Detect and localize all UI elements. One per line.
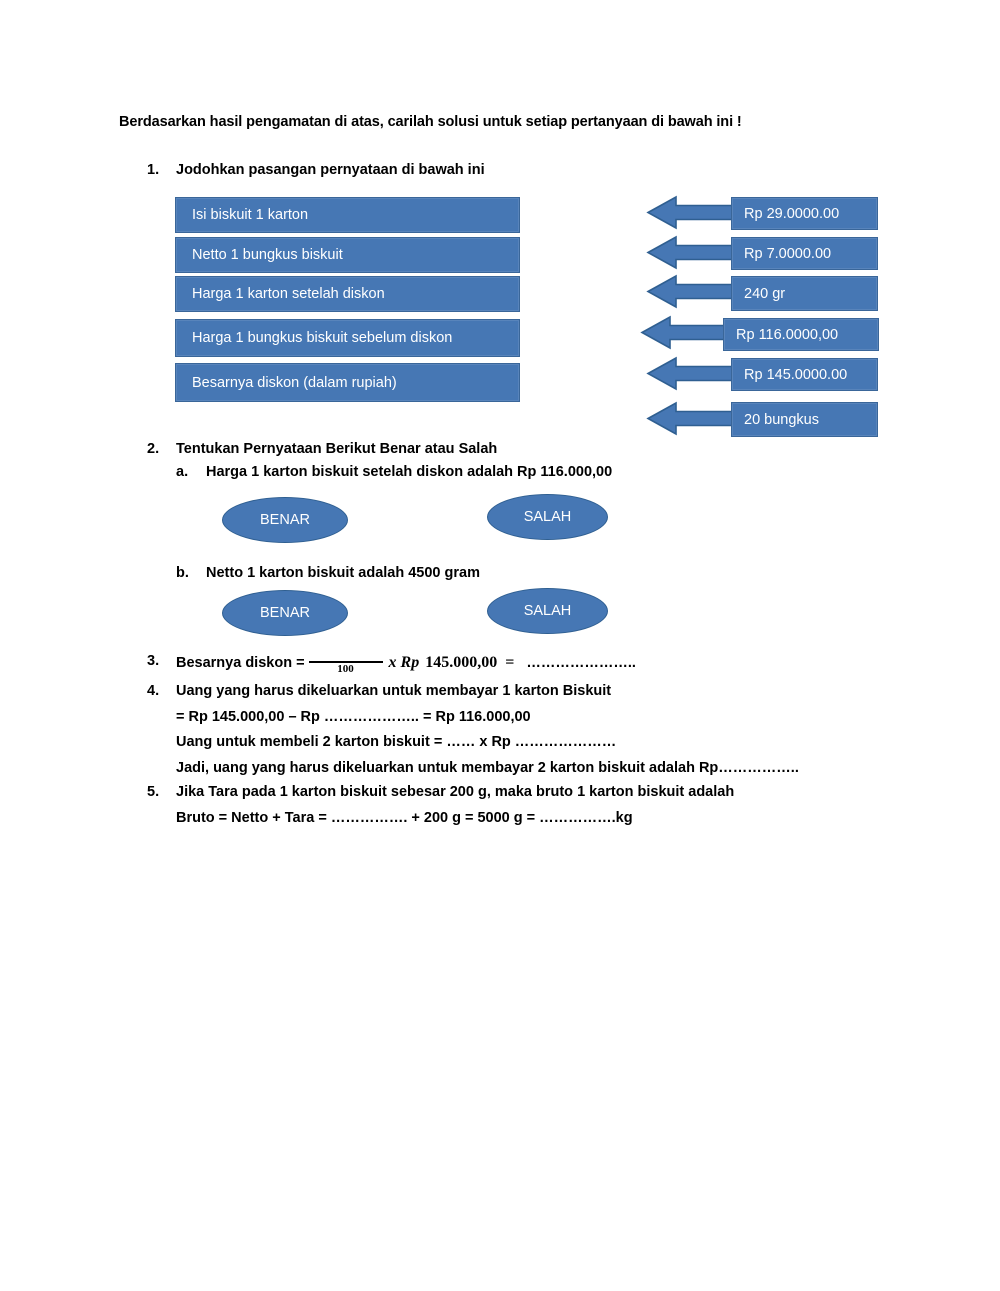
question-4-line-3: Uang untuk membeli 2 karton biskuit = ……… bbox=[176, 734, 617, 750]
question-1-prompt: Jodohkan pasangan pernyataan di bawah in… bbox=[176, 162, 485, 178]
question-4-line-2: = Rp 145.000,00 – Rp ……………….. = Rp 116.0… bbox=[176, 709, 531, 725]
question-2b-option-benar[interactable]: BENAR bbox=[222, 590, 348, 636]
question-3-lead: Besarnya diskon = bbox=[176, 655, 305, 671]
match-right-item-5[interactable]: Rp 145.0000.00 bbox=[731, 358, 878, 391]
question-2a-option-salah[interactable]: SALAH bbox=[487, 494, 608, 540]
question-5-line-1: Jika Tara pada 1 karton biskuit sebesar … bbox=[176, 784, 735, 800]
question-4-line-1: Uang yang harus dikeluarkan untuk membay… bbox=[176, 683, 612, 699]
match-left-item-4[interactable]: Harga 1 bungkus biskuit sebelum diskon bbox=[175, 319, 520, 357]
match-right-item-2[interactable]: Rp 7.0000.00 bbox=[731, 237, 878, 270]
fraction-bar-icon bbox=[308, 661, 383, 663]
question-2-number: 2. bbox=[147, 441, 160, 457]
question-2b-option-salah[interactable]: SALAH bbox=[487, 588, 608, 634]
question-3-multiplier: x Rp bbox=[388, 654, 420, 671]
question-5-number: 5. bbox=[147, 784, 160, 800]
match-right-item-1[interactable]: Rp 29.0000.00 bbox=[731, 197, 878, 230]
question-2b-label: b. bbox=[176, 565, 189, 581]
question-3-amount: 145.000,00 bbox=[425, 654, 498, 671]
question-4-line-4: Jadi, uang yang harus dikeluarkan untuk … bbox=[176, 760, 799, 776]
question-2-prompt: Tentukan Pernyataan Berikut Benar atau S… bbox=[176, 441, 498, 457]
match-right-item-6[interactable]: 20 bungkus bbox=[731, 402, 878, 437]
question-2a-label: a. bbox=[176, 464, 189, 480]
match-right-item-4[interactable]: Rp 116.0000,00 bbox=[723, 318, 879, 351]
question-4-number: 4. bbox=[147, 683, 160, 699]
question-3-blank: ………………….. bbox=[526, 655, 636, 671]
question-3-equals: = bbox=[505, 654, 515, 671]
match-left-item-3[interactable]: Harga 1 karton setelah diskon bbox=[175, 276, 520, 312]
question-3-fraction: 100 bbox=[308, 652, 383, 676]
question-3-number: 3. bbox=[147, 653, 160, 669]
question-3-fraction-denominator: 100 bbox=[337, 663, 354, 675]
question-3-expression: Besarnya diskon = 100 x Rp 145.000,00 = … bbox=[176, 651, 636, 675]
intro-text: Berdasarkan hasil pengamatan di atas, ca… bbox=[119, 114, 742, 130]
question-2b-text: Netto 1 karton biskuit adalah 4500 gram bbox=[206, 565, 480, 581]
question-5-line-2: Bruto = Netto + Tara = ……………. + 200 g = … bbox=[176, 810, 633, 826]
match-right-item-3[interactable]: 240 gr bbox=[731, 276, 878, 311]
question-2a-text: Harga 1 karton biskuit setelah diskon ad… bbox=[206, 464, 613, 480]
match-left-item-1[interactable]: Isi biskuit 1 karton bbox=[175, 197, 520, 233]
match-left-item-2[interactable]: Netto 1 bungkus biskuit bbox=[175, 237, 520, 273]
question-2a-option-benar[interactable]: BENAR bbox=[222, 497, 348, 543]
question-3-fraction-numerator bbox=[309, 652, 383, 661]
question-1-number: 1. bbox=[147, 162, 160, 178]
match-left-item-5[interactable]: Besarnya diskon (dalam rupiah) bbox=[175, 363, 520, 402]
